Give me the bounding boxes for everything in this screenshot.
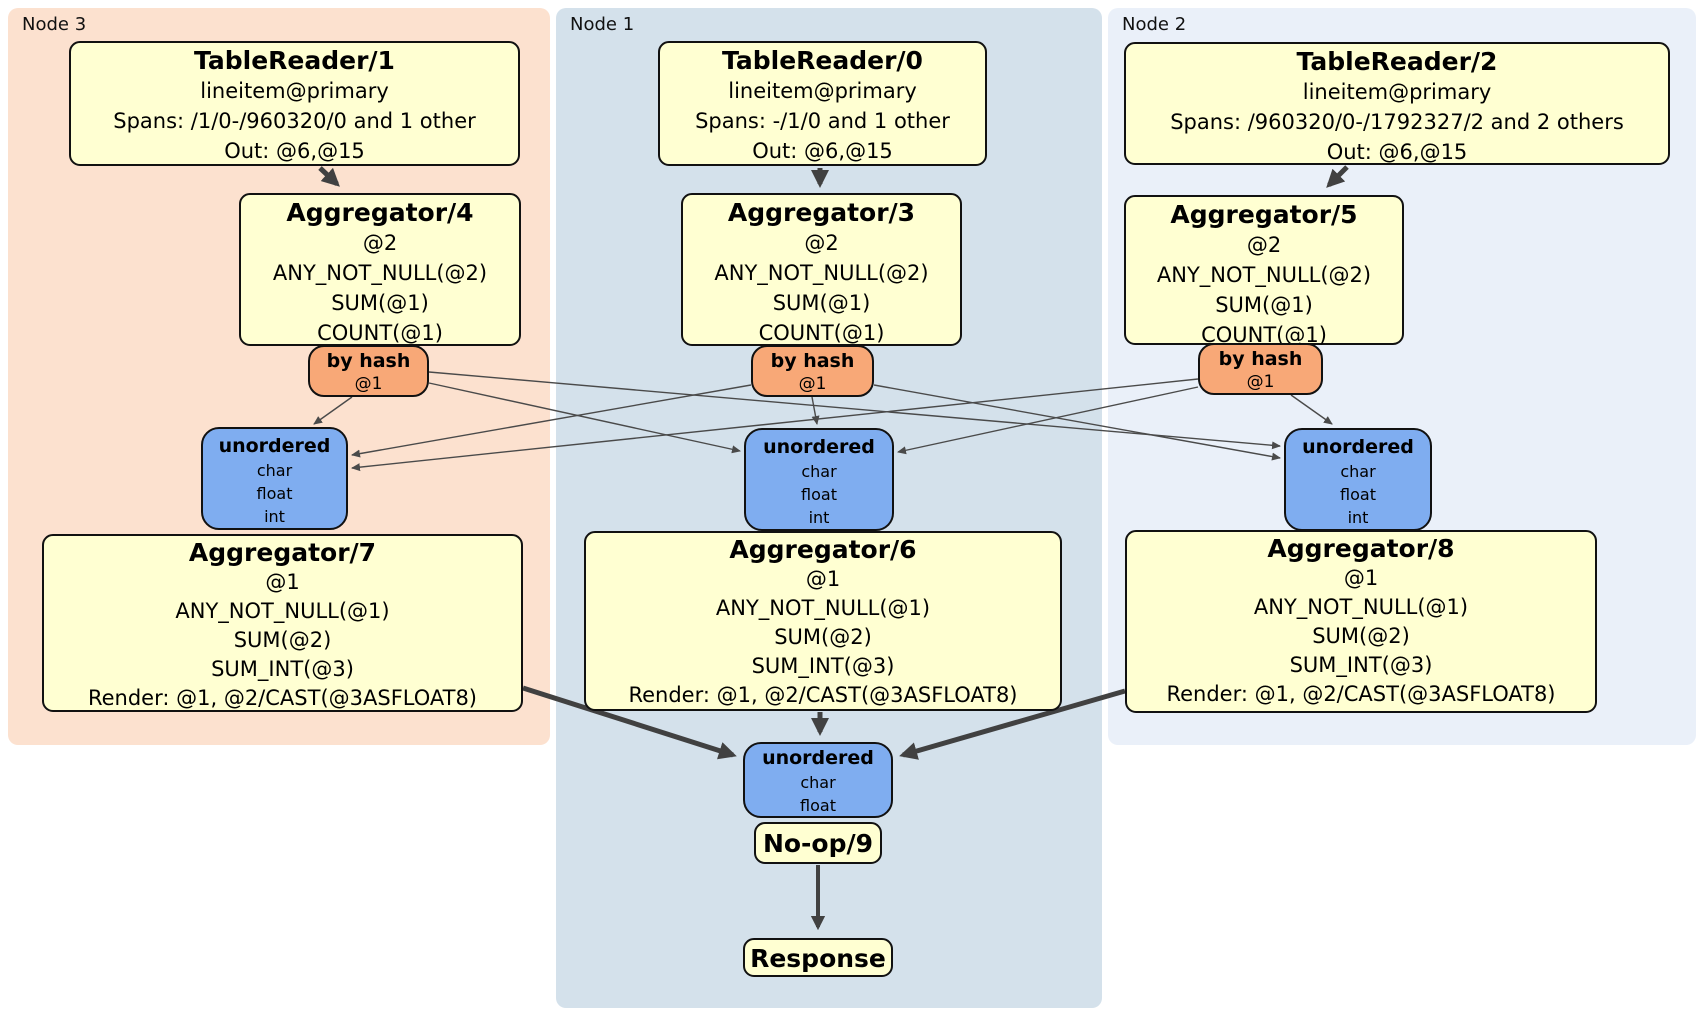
byhash-router-node3: by hash @1 [308,345,429,397]
byhash-router-node3-column: @1 [354,374,383,394]
aggregator7-details: @1 ANY_NOT_NULL(@1) SUM(@2) SUM_INT(@3) … [87,570,478,710]
byhash-router-node1-title: by hash [770,350,855,372]
byhash-router-node1-column: @1 [798,374,827,394]
unordered-sync-node3-columns: char float int [256,461,293,526]
aggregator8-title: Aggregator/8 [1267,534,1455,563]
aggregator7-title: Aggregator/7 [188,538,377,567]
tablereader2-title: TableReader/2 [1296,47,1498,76]
tablereader2-details: lineitem@primary Spans: /960320/0-/17923… [1170,80,1624,164]
aggregator6-box: Aggregator/6 @1 ANY_NOT_NULL(@1) SUM(@2)… [584,531,1062,711]
aggregator8-details: @1 ANY_NOT_NULL(@1) SUM(@2) SUM_INT(@3) … [1166,566,1556,706]
byhash-router-node1: by hash @1 [751,345,874,397]
unordered-sync-node1-columns: char float int [801,462,837,527]
aggregator6-details: @1 ANY_NOT_NULL(@1) SUM(@2) SUM_INT(@3) … [628,567,1018,707]
unordered-sync-node2: unordered char float int [1284,428,1432,531]
byhash-router-node2-title: by hash [1218,348,1303,370]
unordered-sync-node1: unordered char float int [744,428,894,531]
aggregator8-box: Aggregator/8 @1 ANY_NOT_NULL(@1) SUM(@2)… [1125,530,1597,713]
tablereader1-title: TableReader/1 [194,46,395,75]
unordered-sync-node3: unordered char float int [201,427,348,530]
unordered-sync-node2-columns: char float int [1340,462,1376,527]
aggregator6-title: Aggregator/6 [729,535,917,564]
unordered-sync-final-title: unordered [762,747,874,769]
response-box: Response [743,938,893,977]
aggregator5-title: Aggregator/5 [1170,200,1358,229]
aggregator3-title: Aggregator/3 [727,198,916,227]
unordered-sync-final-columns: char float [800,773,836,815]
noop-title: No-op/9 [762,829,874,858]
tablereader2-box: TableReader/2 lineitem@primary Spans: /9… [1124,42,1670,165]
tablereader1-box: TableReader/1 lineitem@primary Spans: /1… [69,41,520,166]
tablereader1-details: lineitem@primary Spans: /1/0-/960320/0 a… [113,79,476,163]
aggregator3-box: Aggregator/3 @2 ANY_NOT_NULL(@2) SUM(@1)… [681,193,962,346]
unordered-sync-node1-title: unordered [763,436,875,458]
unordered-sync-final: unordered char float [743,742,893,818]
aggregator7-box: Aggregator/7 @1 ANY_NOT_NULL(@1) SUM(@2)… [42,534,523,712]
aggregator4-title: Aggregator/4 [286,198,474,227]
aggregator4-box: Aggregator/4 @2 ANY_NOT_NULL(@2) SUM(@1)… [239,193,521,346]
byhash-router-node2: by hash @1 [1198,343,1323,395]
node3-label: Node 3 [22,14,87,35]
aggregator3-details: @2 ANY_NOT_NULL(@2) SUM(@1) COUNT(@1) [714,231,929,345]
aggregator5-details: @2 ANY_NOT_NULL(@2) SUM(@1) COUNT(@1) [1156,233,1372,347]
tablereader0-box: TableReader/0 lineitem@primary Spans: -/… [658,41,987,166]
tablereader0-title: TableReader/0 [722,46,923,75]
node2-label: Node 2 [1122,14,1187,35]
unordered-sync-node3-title: unordered [218,435,331,457]
aggregator5-box: Aggregator/5 @2 ANY_NOT_NULL(@2) SUM(@1)… [1124,195,1404,347]
byhash-router-node3-title: by hash [326,350,411,372]
response-title: Response [750,944,886,973]
byhash-router-node2-column: @1 [1246,372,1275,392]
noop-box: No-op/9 [754,822,882,864]
node1-label: Node 1 [570,14,635,35]
unordered-sync-node2-title: unordered [1302,436,1414,458]
aggregator4-details: @2 ANY_NOT_NULL(@2) SUM(@1) COUNT(@1) [272,231,488,345]
tablereader0-details: lineitem@primary Spans: -/1/0 and 1 othe… [695,79,950,163]
